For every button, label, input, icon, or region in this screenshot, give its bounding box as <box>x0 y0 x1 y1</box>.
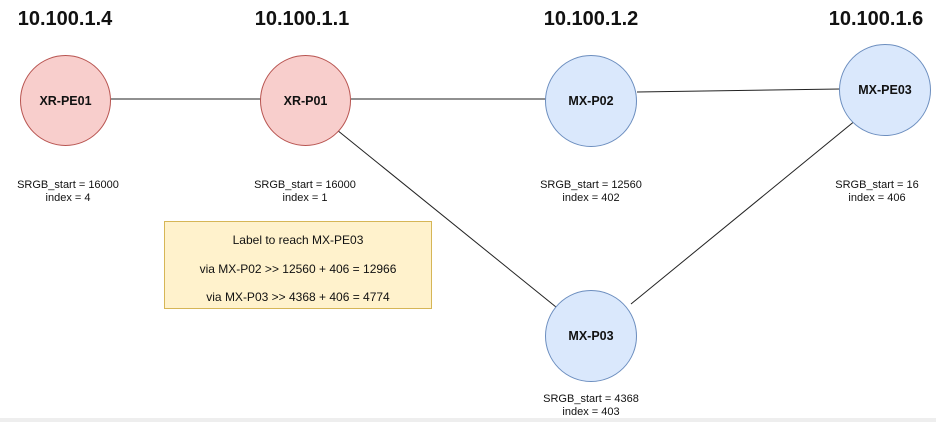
ip-label-xr-p01: 10.100.1.1 <box>254 8 350 30</box>
node-xr-p01[interactable]: XR-P01 <box>260 55 351 146</box>
note-line-via-mx-p02: via MX-P02 >> 12560 + 406 = 12966 <box>199 262 397 276</box>
srgb-start: SRGB_start = 16000 <box>17 179 119 191</box>
ip-label-mx-p02: 10.100.1.2 <box>543 8 639 30</box>
sid-index: index = 406 <box>848 192 906 204</box>
meta-xr-p01: SRGB_start = 16000 index = 1 <box>254 179 356 205</box>
sid-index: index = 4 <box>45 192 91 204</box>
srgb-start: SRGB_start = 16000 <box>254 179 356 191</box>
ip-label-mx-pe03: 10.100.1.6 <box>828 8 924 30</box>
note-title: Label to reach MX-PE03 <box>232 233 364 247</box>
ip-label-xr-pe01: 10.100.1.4 <box>17 8 113 30</box>
node-label: MX-P02 <box>568 94 614 108</box>
link-mx-p03-mx-pe03 <box>630 119 857 305</box>
node-label: XR-PE01 <box>39 93 92 108</box>
link-xr-p01-mx-p03 <box>336 129 557 308</box>
note-line-via-mx-p03: via MX-P03 >> 4368 + 406 = 4774 <box>206 290 390 304</box>
label-calculation-note: Label to reach MX-PE03 via MX-P02 >> 125… <box>164 221 432 309</box>
node-label: XR-P01 <box>283 93 328 108</box>
bottom-divider <box>0 418 936 422</box>
meta-xr-pe01: SRGB_start = 16000 index = 4 <box>17 179 119 205</box>
sid-index: index = 1 <box>282 192 328 204</box>
meta-mx-pe03: SRGB_start = 16 index = 406 <box>835 179 918 205</box>
link-mx-p02-mx-pe03 <box>636 88 841 93</box>
node-label: MX-P03 <box>568 329 614 343</box>
sid-index: index = 402 <box>562 192 620 204</box>
node-mx-p02[interactable]: MX-P02 <box>545 55 637 147</box>
node-xr-pe01[interactable]: XR-PE01 <box>20 55 111 146</box>
meta-mx-p02: SRGB_start = 12560 index = 402 <box>540 179 642 205</box>
srgb-start: SRGB_start = 12560 <box>540 179 642 191</box>
srgb-start: SRGB_start = 16 <box>835 179 919 191</box>
sid-index: index = 403 <box>562 406 620 418</box>
node-label: MX-PE03 <box>858 83 912 97</box>
meta-mx-p03: SRGB_start = 4368 index = 403 <box>543 393 639 419</box>
node-mx-p03[interactable]: MX-P03 <box>545 290 637 382</box>
srgb-start: SRGB_start = 4368 <box>543 393 639 405</box>
node-mx-pe03[interactable]: MX-PE03 <box>839 44 931 136</box>
